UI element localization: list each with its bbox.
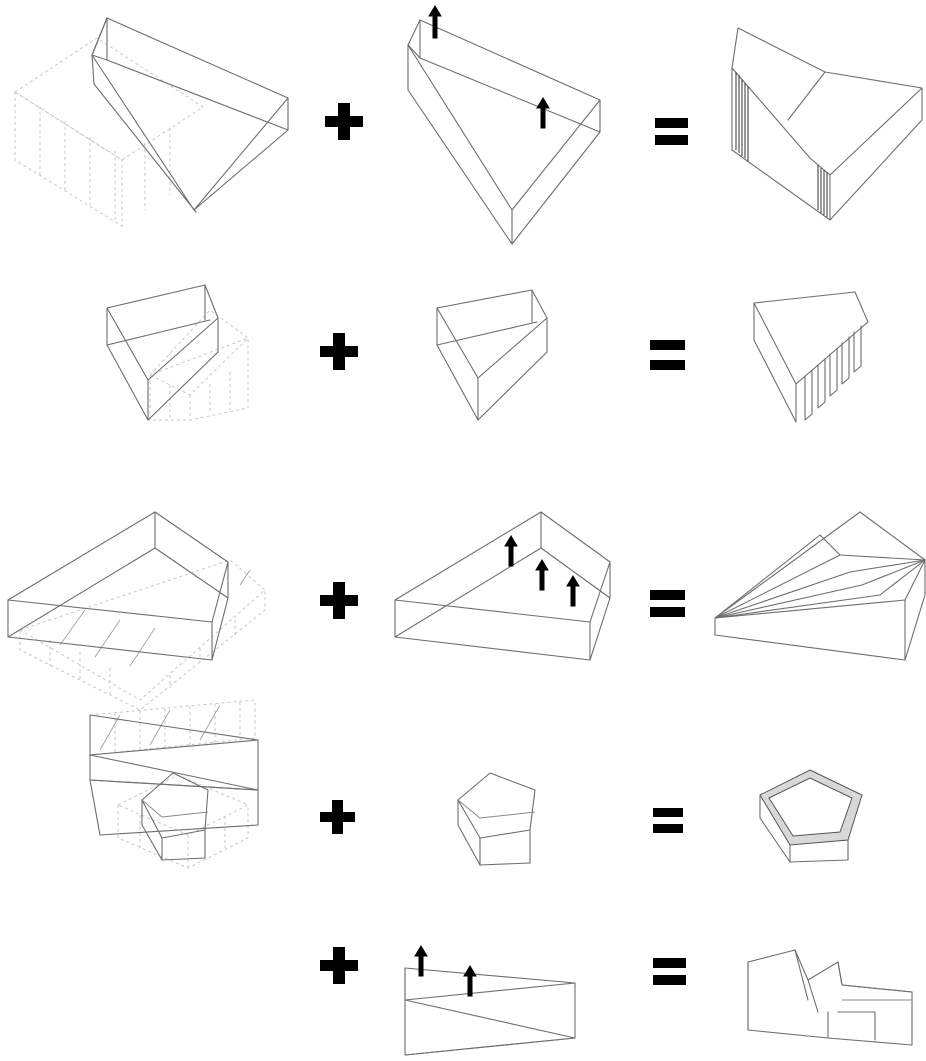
row-3-result-folds [714, 534, 926, 619]
row-1-equals-sign [655, 118, 688, 145]
row-4-ghost-volume [116, 774, 250, 869]
row-5-lifted-shape [404, 967, 576, 1056]
row-3-lifted-shape [394, 511, 611, 661]
row-2-shape [436, 289, 548, 421]
row-2-result-fins [804, 325, 862, 421]
row-1-wedge [91, 17, 289, 213]
up-arrow-icon [414, 945, 428, 977]
row-4-equals-sign [653, 808, 683, 833]
row-5-base-shape [89, 699, 259, 836]
row-1-ghost-volume [14, 37, 204, 227]
row-4 [116, 769, 863, 869]
row-3-up-arrows [504, 535, 580, 607]
row-3 [7, 511, 926, 711]
row-5-plus-sign [320, 947, 358, 984]
row-5-ghost-volume [89, 699, 256, 756]
row-1 [14, 5, 923, 245]
row-2-equals-sign [650, 340, 685, 370]
row-4-result-shape [759, 769, 863, 863]
row-3-ghost-volume [18, 559, 266, 711]
row-2-ghost-volume [149, 309, 249, 421]
row-3-plus-sign [320, 582, 358, 619]
up-arrow-icon [428, 5, 442, 39]
up-arrow-icon [566, 575, 580, 607]
row-4-pentagon [457, 772, 536, 866]
row-1-result-shape [731, 27, 923, 221]
row-3-solid [7, 511, 229, 661]
row-2-result-shape [753, 291, 869, 423]
row-1-base-shape [14, 17, 289, 227]
row-4-base-shape [116, 772, 250, 869]
row-5-result-shape [747, 949, 913, 1046]
row-5-up-arrows [414, 945, 477, 997]
row-1-plus-sign [325, 103, 363, 140]
row-2-plus-sign [320, 333, 358, 370]
row-5-solid [89, 714, 259, 836]
row-5 [89, 699, 913, 1056]
up-arrow-icon [536, 97, 550, 129]
row-5-equals-sign [653, 958, 686, 985]
up-arrow-icon [463, 965, 477, 997]
row-2-solid [106, 284, 219, 421]
row-1-up-arrows [428, 5, 550, 129]
row-3-equals-sign [650, 590, 685, 617]
up-arrow-icon [535, 559, 549, 591]
row-2 [106, 284, 869, 423]
up-arrow-icon [504, 535, 518, 567]
row-3-base-shape [7, 511, 266, 711]
row-1-result-slats [735, 72, 828, 217]
row-2-base-shape [106, 284, 249, 421]
row-4-plus-sign [320, 800, 355, 834]
row-3-result-shape [714, 511, 926, 661]
row-1-lifted-shape [407, 19, 601, 245]
